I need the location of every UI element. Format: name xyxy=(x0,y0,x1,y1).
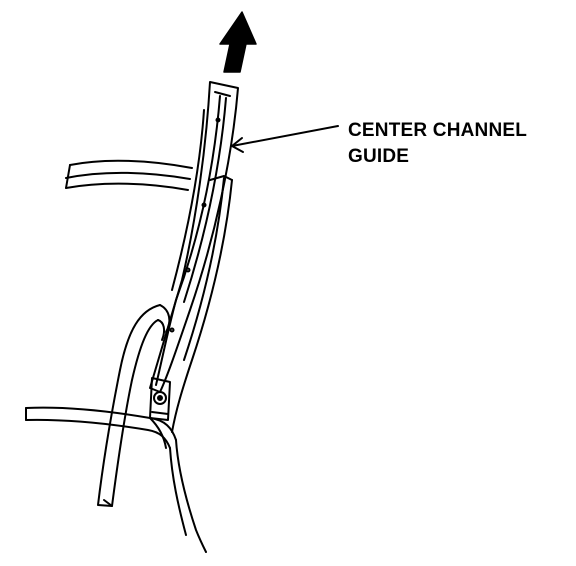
door-panel xyxy=(25,406,207,553)
up-arrow-icon xyxy=(219,11,257,73)
channel-bracket xyxy=(149,377,171,421)
callout-label: CENTER CHANNEL GUIDE xyxy=(348,118,527,170)
window-frame xyxy=(65,159,233,433)
callout-leader xyxy=(231,125,339,153)
callout-label-line1: CENTER CHANNEL xyxy=(348,120,528,141)
callout-label-line2: GUIDE xyxy=(348,146,410,167)
weatherstrip xyxy=(97,304,171,507)
